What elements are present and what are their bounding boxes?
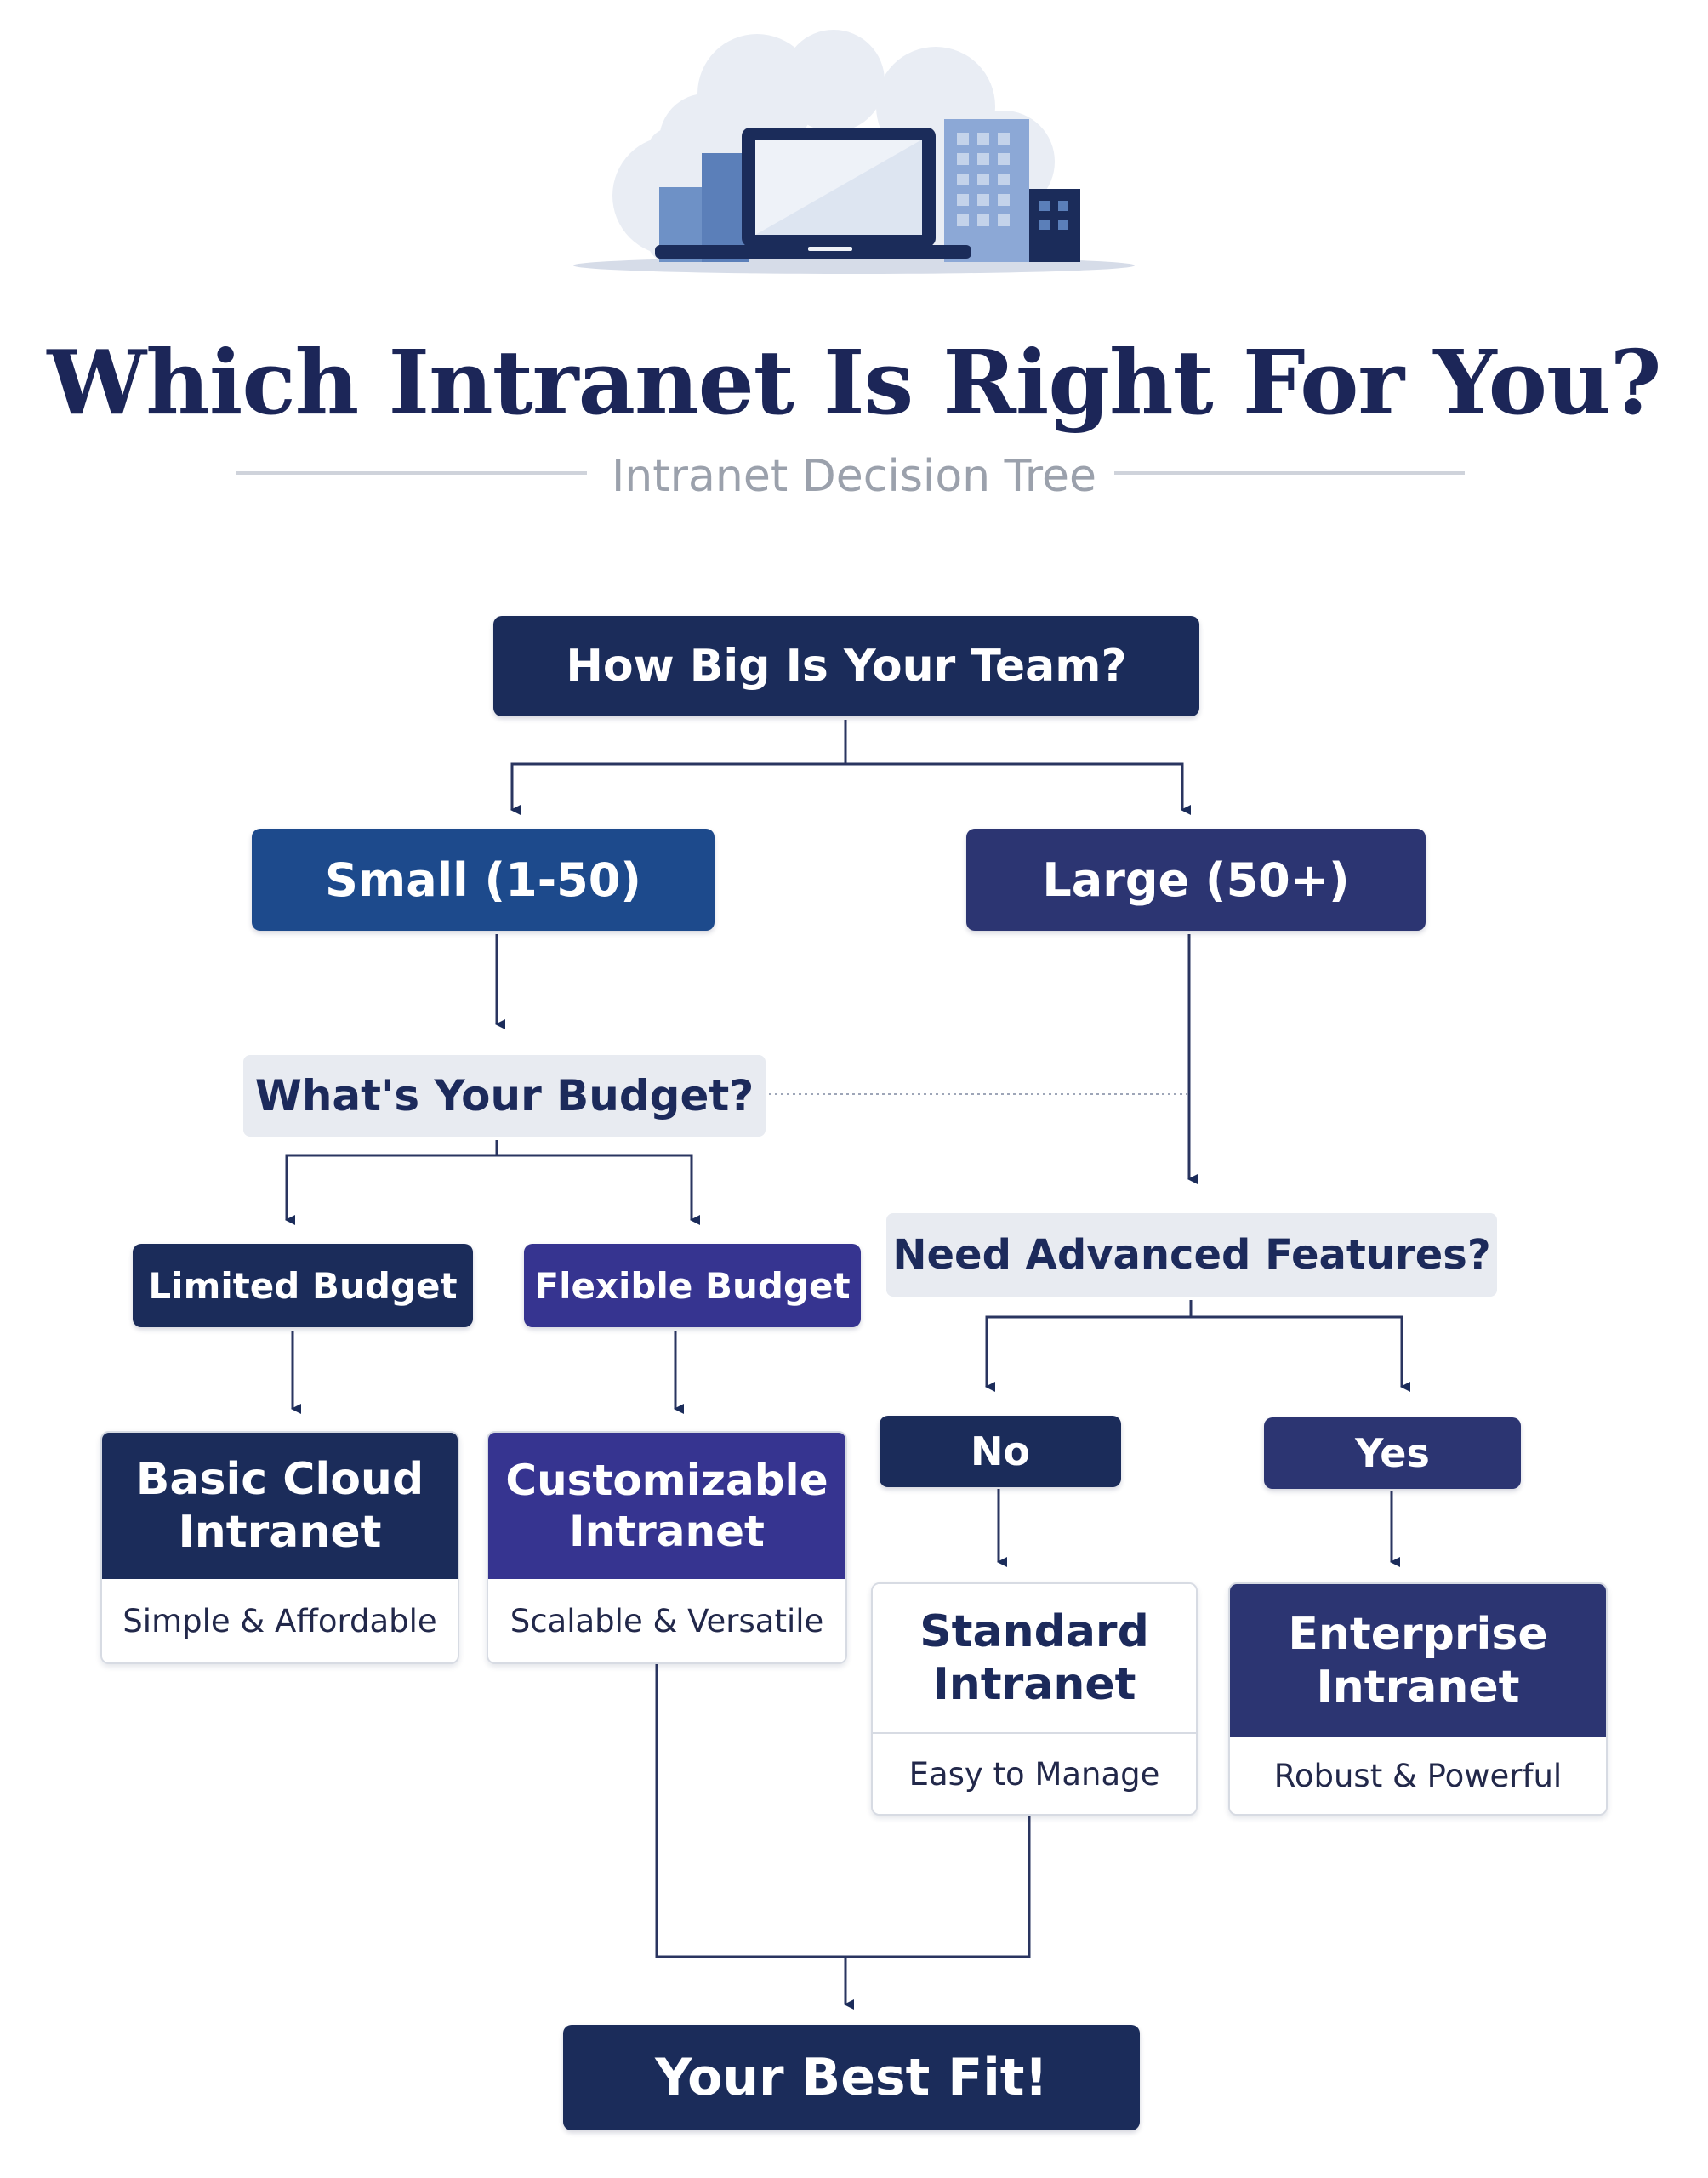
laptop-cloud-buildings-icon [573,30,1135,274]
outcome-enterprise-card: Enterprise Intranet Robust & Powerful [1228,1582,1608,1816]
connector-custom-final [655,1662,1031,1958]
outcome-basic-cloud-title-line2: Intranet [178,1507,382,1558]
answer-no-label: No [970,1428,1031,1474]
outcome-enterprise-tagline: Robust & Powerful [1230,1737,1606,1814]
answer-no-node: No [880,1416,1121,1487]
features-question-label: Need Advanced Features? [892,1231,1491,1279]
large-team-label: Large (50+) [1042,852,1350,907]
connector-root-large [845,762,1191,815]
small-team-label: Small (1-50) [325,852,641,907]
outcome-standard-card: Standard Intranet Easy to Manage [871,1582,1198,1816]
connector-budget-split [285,1140,498,1225]
outcome-standard-title: Standard Intranet [873,1584,1196,1734]
connector-budget-flexible [497,1154,700,1225]
outcome-customizable-title-line1: Customizable [505,1456,828,1505]
connector-features-yes [1191,1315,1410,1392]
page-title: Which Intranet Is Right For You? [47,330,1661,435]
outcome-customizable-title-line2: Intranet [569,1507,765,1556]
best-fit-node: Your Best Fit! [563,2025,1140,2130]
large-team-node: Large (50+) [966,829,1426,931]
outcome-basic-cloud-card: Basic Cloud Intranet Simple & Affordable [100,1431,459,1664]
outcome-enterprise-title-line1: Enterprise [1288,1608,1548,1660]
small-team-node: Small (1-50) [252,829,715,931]
outcome-customizable-card: Customizable Intranet Scalable & Versati… [487,1431,847,1664]
root-question-node: How Big Is Your Team? [493,616,1199,716]
budget-question-label: What's Your Budget? [254,1071,754,1120]
outcome-basic-cloud-tagline: Simple & Affordable [102,1579,458,1662]
outcome-standard-tagline: Easy to Manage [873,1734,1196,1814]
outcome-enterprise-title-line2: Intranet [1316,1662,1520,1713]
features-question-node: Need Advanced Features? [886,1213,1497,1297]
limited-budget-label: Limited Budget [148,1264,458,1307]
outcome-standard-title-line1: Standard [919,1605,1149,1657]
subtitle-rules [236,471,1465,475]
page-subtitle: Intranet Decision Tree [611,451,1097,502]
best-fit-label: Your Best Fit! [655,2048,1048,2107]
outcome-basic-cloud-title: Basic Cloud Intranet [102,1433,458,1579]
outcome-enterprise-title: Enterprise Intranet [1230,1584,1606,1737]
answer-yes-node: Yes [1264,1417,1521,1489]
connector-features-split [985,1300,1193,1392]
outcome-standard-title-line2: Intranet [932,1659,1136,1710]
flexible-budget-node: Flexible Budget [524,1244,861,1327]
outcome-basic-cloud-title-line1: Basic Cloud [135,1453,424,1505]
budget-question-node: What's Your Budget? [243,1055,766,1137]
connector-root [510,720,847,815]
outcome-customizable-tagline: Scalable & Versatile [488,1579,845,1662]
answer-yes-label: Yes [1355,1430,1430,1476]
outcome-customizable-title: Customizable Intranet [488,1433,845,1579]
flexible-budget-label: Flexible Budget [534,1264,851,1307]
root-question-label: How Big Is Your Team? [566,641,1127,692]
limited-budget-node: Limited Budget [133,1244,473,1327]
